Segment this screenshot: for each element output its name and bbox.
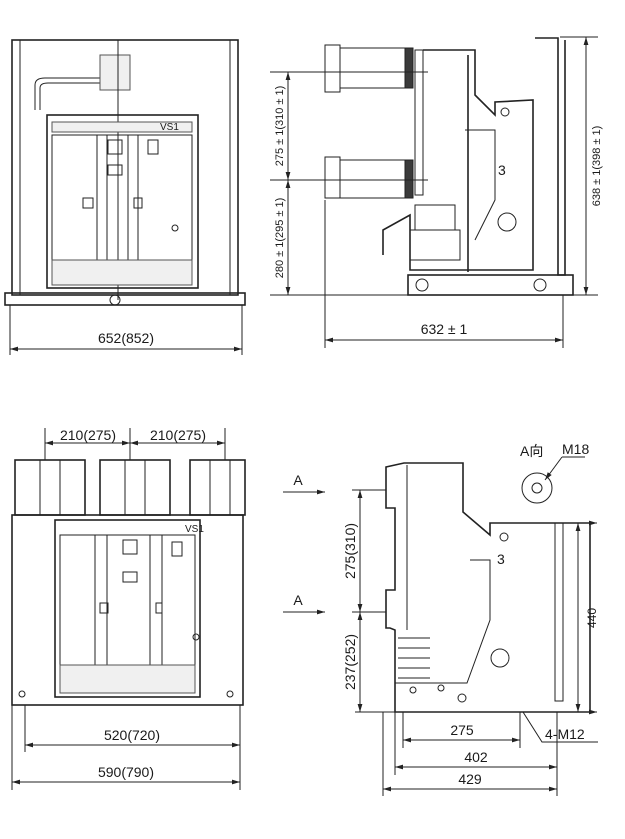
- vs1-label: VS1: [185, 524, 204, 535]
- part-number-3: 3: [498, 162, 506, 178]
- front-view-bottom: 210(275) 210(275) VS1 520(720) 590(790): [11, 427, 246, 790]
- depth-dimension: 632 ± 1: [421, 321, 468, 337]
- outer-width-dimension: 590(790): [98, 764, 154, 780]
- bushing-left: [14, 459, 86, 516]
- width-dimension: 652(852): [98, 330, 154, 346]
- truck-base: [407, 274, 574, 296]
- side-view-top: 3 275 ± 1(310 ± 1) 280 ± 1(295 ± 1) 638 …: [270, 36, 603, 348]
- front-view-top: VS1 652(852): [4, 39, 246, 355]
- bushing-right: [189, 459, 246, 516]
- bushing-center: [99, 459, 171, 516]
- fins: [398, 637, 430, 679]
- view-arrow-a-upper: A: [293, 472, 303, 488]
- dimension-402: 402: [464, 749, 488, 765]
- inner-width-dimension: 520(720): [104, 727, 160, 743]
- lower-dimension: 237(252): [342, 634, 358, 690]
- view-a-label: A向: [520, 443, 543, 459]
- panel: [54, 519, 201, 698]
- upper-dimension: 275(310): [342, 523, 358, 579]
- vs1-label: VS1: [160, 122, 179, 133]
- view-arrow-a-lower: A: [293, 592, 303, 608]
- height-dimension: 440: [585, 608, 599, 628]
- bushing-end-view: [521, 472, 553, 504]
- part-number-3: 3: [497, 551, 505, 567]
- base-rail: [4, 292, 246, 306]
- pitch-right-dimension: 210(275): [150, 427, 206, 443]
- pitch-left-dimension: 210(275): [60, 427, 116, 443]
- thread-label: M18: [562, 441, 589, 457]
- dimension-275: 275: [450, 722, 474, 738]
- hole-label: 4-M12: [545, 726, 585, 742]
- lower-dimension: 280 ± 1(295 ± 1): [274, 198, 286, 279]
- body: [11, 514, 244, 706]
- mechanism-box: [99, 54, 131, 91]
- upper-dimension: 275 ± 1(310 ± 1): [274, 86, 286, 167]
- frame-outline: [11, 39, 239, 296]
- dimension-429: 429: [458, 771, 482, 787]
- panel: [46, 114, 199, 289]
- side-view-bottom: A A A向 M18 3 275(310) 237(252): [283, 441, 599, 796]
- height-dimension: 638 ± 1(398 ± 1): [591, 126, 603, 207]
